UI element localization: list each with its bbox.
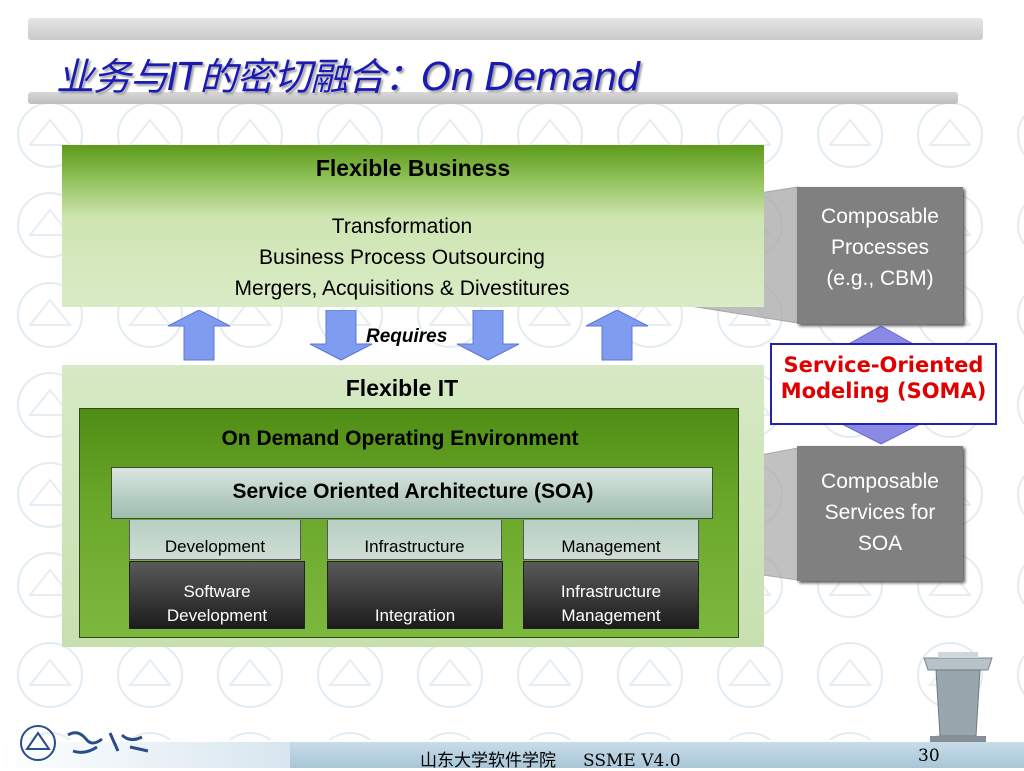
- down-arrow-right: [456, 310, 520, 361]
- up-arrow-right: [585, 310, 649, 361]
- soa-title: Service Oriented Architecture (SOA): [232, 480, 594, 503]
- column-body-integration: Integration: [327, 561, 503, 629]
- column-body-development: Software Development: [129, 561, 305, 629]
- page-number: 30: [918, 746, 940, 766]
- side-box-line: SOA: [857, 532, 903, 555]
- university-logo-icon: [20, 725, 149, 761]
- business-line: Business Process Outsourcing: [259, 246, 545, 269]
- up-arrow-left: [167, 310, 231, 361]
- podium-icon: [923, 652, 993, 744]
- business-line: Mergers, Acquisitions & Divestitures: [234, 277, 570, 300]
- column-head-management: Management: [523, 520, 699, 560]
- side-box-line: Composable: [821, 205, 939, 228]
- column-body-management: Infrastructure Management: [523, 561, 699, 629]
- operating-environment-title: On Demand Operating Environment: [221, 427, 579, 450]
- soma-box: Service-Oriented Modeling (SOMA): [770, 343, 997, 425]
- column-body-line: Development: [166, 606, 268, 625]
- column-body-line: Management: [561, 606, 661, 625]
- column-body-line: Software: [183, 582, 251, 601]
- side-box-line: Services for: [824, 501, 936, 524]
- page-title: 业务与IT的密切融合：On Demand: [56, 55, 641, 99]
- flexible-business-panel: Flexible Business Transformation Busines…: [62, 145, 764, 307]
- side-box-line: (e.g., CBM): [826, 267, 934, 290]
- soma-line: Service-Oriented: [783, 353, 984, 377]
- flexible-business-title: Flexible Business: [315, 155, 511, 181]
- column-body-line: Infrastructure: [560, 582, 662, 601]
- flexible-it-title: Flexible IT: [345, 375, 459, 401]
- composable-processes-box: Composable Processes (e.g., CBM): [797, 187, 963, 324]
- side-box-line: Composable: [821, 470, 939, 493]
- column-head-infrastructure: Infrastructure: [327, 520, 502, 560]
- soa-bar: Service Oriented Architecture (SOA): [111, 467, 713, 519]
- column-body-line: Integration: [374, 606, 456, 625]
- column-head-development: Development: [129, 520, 301, 560]
- business-line: Transformation: [331, 215, 473, 238]
- footer-bar: [290, 742, 1024, 768]
- down-arrow-left: [309, 310, 373, 361]
- side-box-line: Processes: [830, 236, 930, 259]
- flexible-business-lines: Transformation Business Process Outsourc…: [62, 211, 742, 304]
- title-band: [28, 18, 983, 40]
- requires-label: Requires: [366, 326, 448, 347]
- footer-text: 山东大学软件学院 SSME V4.0: [420, 751, 681, 771]
- title-underline-band: [28, 92, 958, 104]
- composable-services-box: Composable Services for SOA: [797, 446, 963, 581]
- soma-line: Modeling (SOMA): [780, 379, 987, 403]
- column-body-line: [328, 580, 502, 604]
